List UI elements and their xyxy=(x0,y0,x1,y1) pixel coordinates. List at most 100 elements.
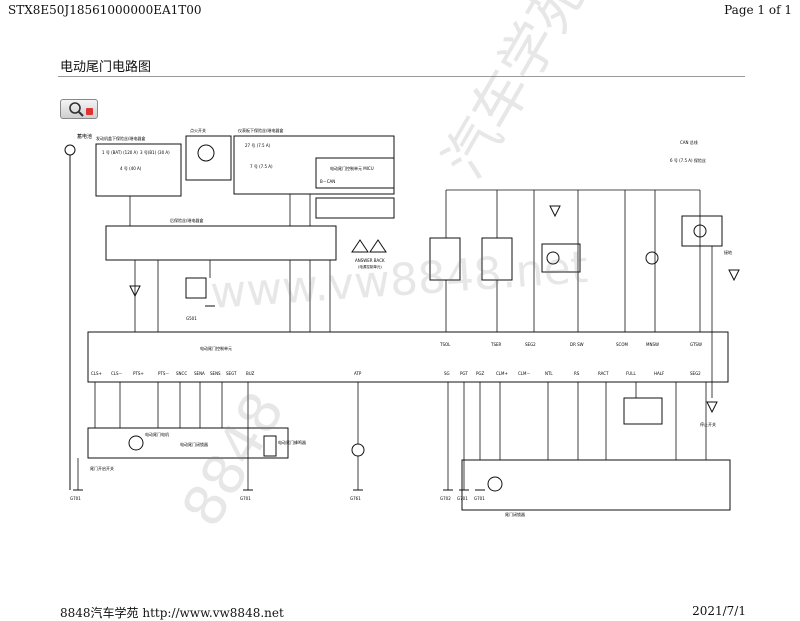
ignition-switch-box xyxy=(185,135,232,181)
label-no-fuse: 6 号 (7.5 A) 保险丝 xyxy=(670,157,706,163)
top-signal-scom: SCOM xyxy=(616,342,628,347)
signal-ntl: NTL xyxy=(545,371,553,376)
top-signal-tser: TSER xyxy=(490,342,502,347)
top-signal-drsw: DR SW xyxy=(570,342,584,347)
answer-back-arrow-2 xyxy=(369,239,387,253)
signal-pgt: PGT xyxy=(460,371,468,376)
buzzer-symbol xyxy=(263,435,277,457)
led-symbol-2 xyxy=(645,251,659,265)
signal-clm-minus: CLM－ xyxy=(518,371,530,376)
signal-pts-plus: PTS+ xyxy=(133,371,144,376)
latch-motor-symbol xyxy=(487,476,503,492)
underhood-fuse-box xyxy=(95,143,182,197)
page-title: 电动尾门电路图 xyxy=(60,60,152,75)
label-fuse-27: 27 号 (7.5 A) xyxy=(245,142,271,148)
top-signal-mnsw: MNSW xyxy=(646,342,659,347)
label-stop: 停止开关 xyxy=(700,421,716,427)
micu-box xyxy=(315,157,395,189)
switch-tser-box xyxy=(481,237,513,281)
ground-label-1: G701 xyxy=(70,496,81,501)
ignition-switch-symbol xyxy=(197,144,215,162)
signal-half: HALF xyxy=(654,371,665,376)
c17-box xyxy=(623,397,663,425)
label-dash-box: 仪表板下保险丝/继电器盒 xyxy=(238,127,283,133)
sw-right-box xyxy=(681,215,723,247)
signal-sncc: SNCC xyxy=(176,371,187,376)
down-arrow xyxy=(129,285,141,298)
down-arrow-2 xyxy=(706,401,718,414)
ground-label-4: G702 xyxy=(440,496,451,501)
signal-atp: ATP xyxy=(354,371,362,376)
ground-label-2: G701 xyxy=(240,496,251,501)
top-signal-labels: TSOL TSER SEG2 DR SW SCOM MNSW GTSW xyxy=(439,342,702,347)
top-signal-seg2: SEG2 xyxy=(525,342,536,347)
signal-seg2: SEG2 xyxy=(690,371,701,376)
switch-tsol-box xyxy=(429,237,461,281)
signal-segt: SEGT xyxy=(226,371,237,376)
rear-relay-box xyxy=(105,225,337,261)
signal-sg: SG xyxy=(444,371,450,376)
label-switch: 尾门开启开关 xyxy=(90,465,114,471)
ground-label-6: G701 xyxy=(474,496,485,501)
label-joint: 接地 xyxy=(724,249,732,255)
label-latch: 尾门闭锁器 xyxy=(505,511,525,517)
answer-back-box xyxy=(315,197,395,219)
signal-sena: SENA xyxy=(194,371,205,376)
ground-label-3: G761 xyxy=(350,496,361,501)
sw-led-box xyxy=(541,243,581,273)
signal-rs: RS xyxy=(574,371,580,376)
ground-labels: G701 G701 G761 G702 G701 G701 xyxy=(70,496,485,501)
title-divider xyxy=(58,76,745,77)
motor-symbol xyxy=(128,435,144,451)
ground-symbols xyxy=(73,305,485,491)
label-micu: 电动尾门控制单元 MICU xyxy=(330,165,374,171)
zoom-button[interactable] xyxy=(60,99,98,119)
signal-buz: BUZ xyxy=(246,371,255,376)
label-fuse-main: 1 号 (BAT) (120 A) xyxy=(102,149,138,155)
document-id: STX8E50J18561000000EA1T00 xyxy=(8,3,202,17)
label-motor: 电动尾门电机 xyxy=(145,431,169,437)
top-signal-tsol: TSOL xyxy=(439,342,451,347)
ground-label-5: G701 xyxy=(457,496,468,501)
wire-group xyxy=(77,189,713,490)
label-can-legend: CAN 总线 xyxy=(680,139,698,145)
footer-brand: 8848汽车学苑 http://www.vw8848.net xyxy=(60,606,284,620)
signal-cls-plus: CLS+ xyxy=(91,371,102,376)
label-fuse-relay: 4 号 (40 A) xyxy=(120,165,142,171)
signal-labels: CLS+ CLS－ PTS+ PTS－ SNCC SENA SENS SEGT … xyxy=(91,371,701,376)
battery-symbol xyxy=(64,144,76,156)
control-unit-box xyxy=(87,331,729,383)
signal-clm-plus: CLM+ xyxy=(496,371,508,376)
label-buzzer: 电动尾门蜂鸣器 xyxy=(278,439,306,445)
label-battery: 蓄电池 xyxy=(77,133,92,140)
motor-lock-box xyxy=(87,427,289,459)
label-control-unit: 电动尾门控制单元 xyxy=(200,345,232,351)
magnifier-icon xyxy=(69,102,93,117)
label-underhood: 发动机盖下保险丝/继电器盒 xyxy=(96,135,145,141)
label-relay-box: 后保险丝/继电器盒 xyxy=(170,217,203,223)
answer-back-arrow xyxy=(351,239,369,253)
label-can: B－CAN xyxy=(320,179,335,184)
footer-date: 2021/7/1 xyxy=(692,604,746,618)
latch-switch-box xyxy=(461,459,731,511)
down-arrow-3 xyxy=(728,269,740,282)
label-fuse-hood: 3 号(B1) (30 A) xyxy=(140,149,170,155)
signal-ract: RACT xyxy=(598,371,609,376)
ambient-sensor-symbol xyxy=(351,443,365,457)
speaker-symbol xyxy=(185,277,207,299)
label-ground-g501: G501 xyxy=(186,316,197,321)
label-ig-switch: 点火开关 xyxy=(190,127,206,133)
label-lock: 电动尾门闭锁器 xyxy=(180,441,208,447)
signal-cls-minus: CLS－ xyxy=(111,371,123,376)
label-answer-back: ANSWER BACK xyxy=(355,258,385,263)
signal-pgz: PGZ xyxy=(476,371,485,376)
led-symbol xyxy=(546,251,560,265)
signal-sens: SENS xyxy=(210,371,221,376)
signal-pts-minus: PTS－ xyxy=(158,371,169,376)
signal-full: FULL xyxy=(626,371,636,376)
page-indicator: Page 1 of 1 xyxy=(724,3,792,17)
down-arrow-4 xyxy=(549,205,561,218)
top-signal-gtsw: GTSW xyxy=(690,342,702,347)
label-fuse-7: 7 号 (7.5 A) xyxy=(250,163,273,169)
